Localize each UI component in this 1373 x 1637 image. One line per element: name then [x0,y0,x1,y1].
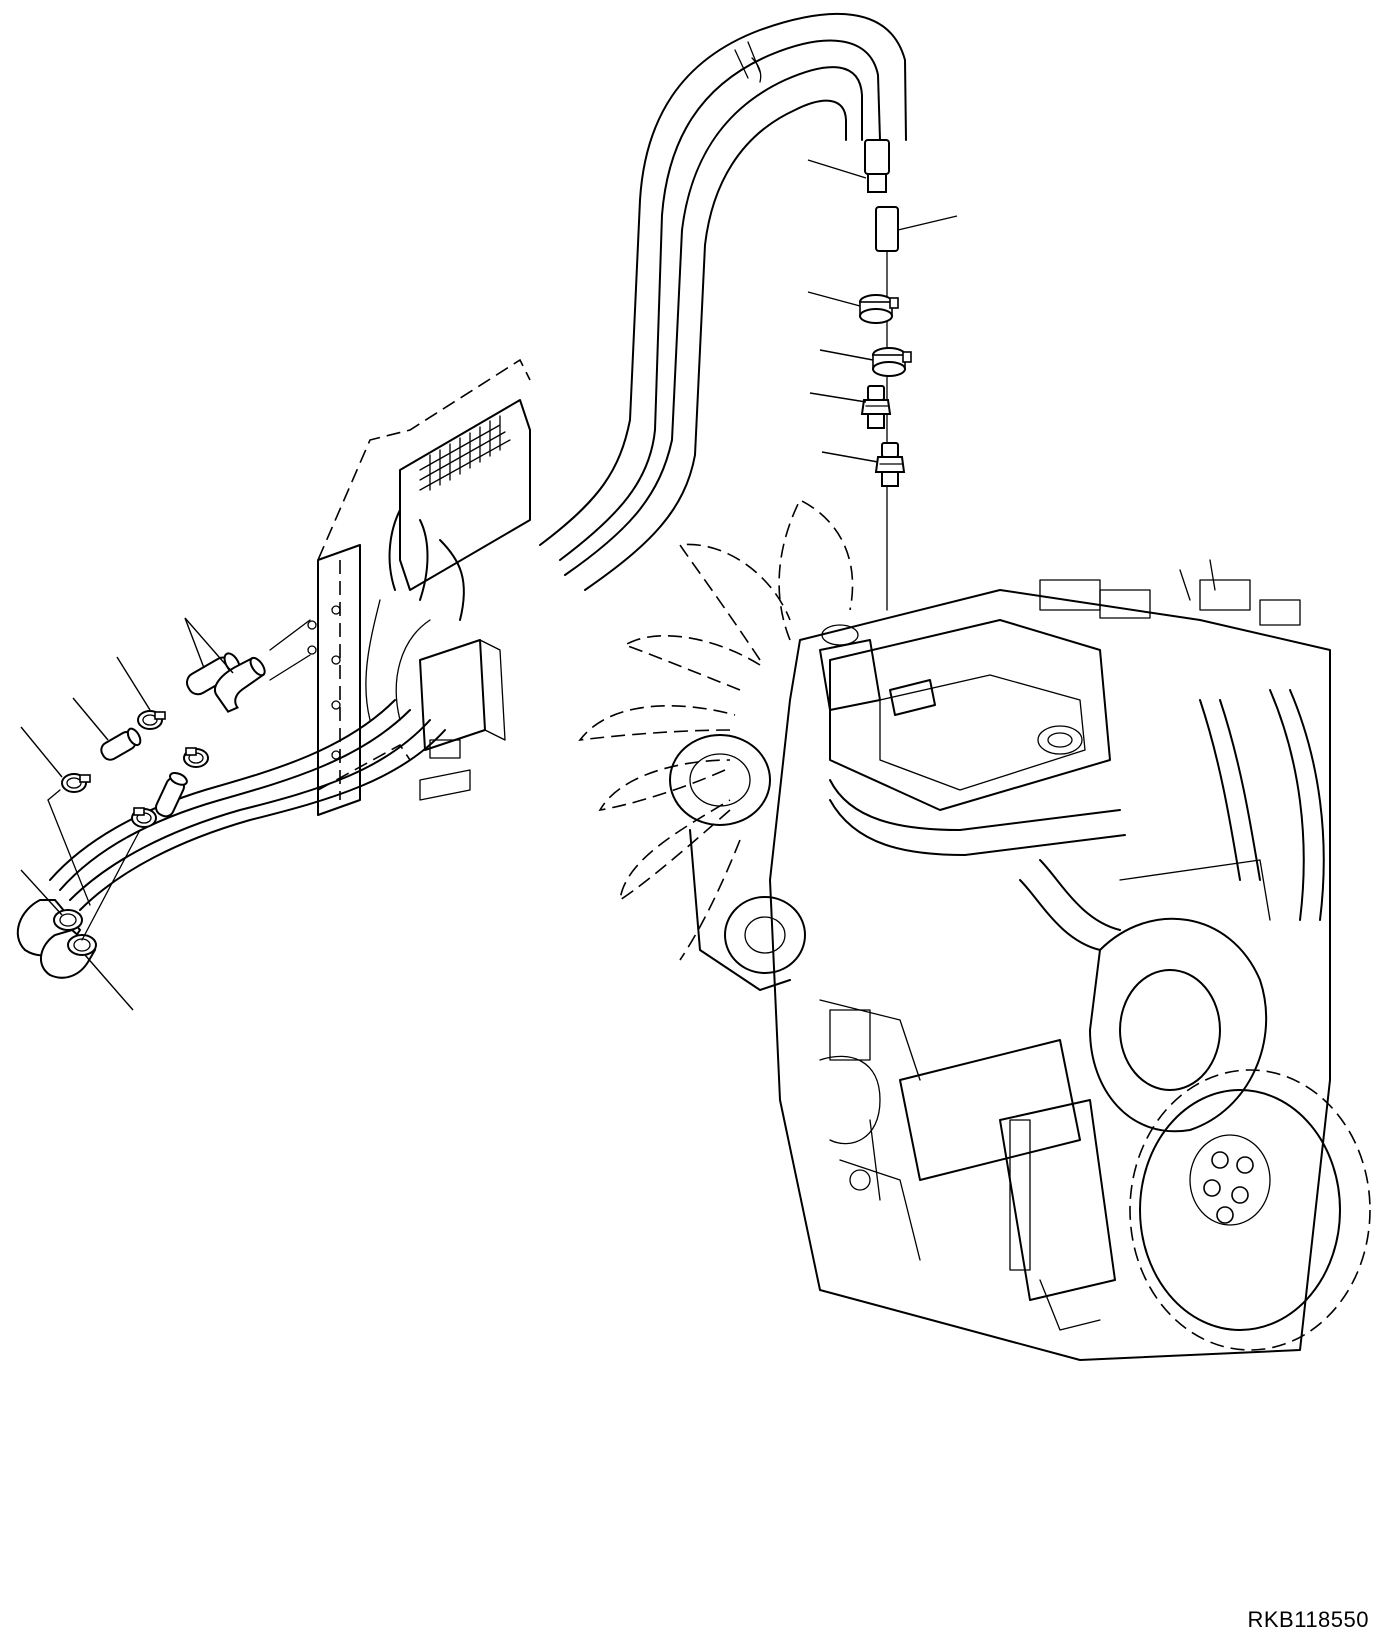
engine-assembly [578,498,1371,1361]
leader-lines-left [20,617,311,1011]
lower-heater-hoses [49,699,446,911]
threaded-nipple-upper [860,385,892,429]
clamp-upper [859,294,899,324]
clamp-lower [872,347,912,377]
threaded-nipple-lower [874,442,906,487]
hose-end-fitting-a-tip [867,173,887,193]
upper-heater-hose [539,12,907,591]
left-hose-parts [61,652,266,828]
fan-blades [578,498,854,961]
hose-end-fitting-a [864,139,890,175]
heater-unit [307,358,531,816]
reference-code: RKB118550 [1247,1607,1369,1632]
hose-end-fitting-b [875,206,899,252]
leader-lines-right [807,159,958,463]
elbow-hose-ends [16,899,97,979]
